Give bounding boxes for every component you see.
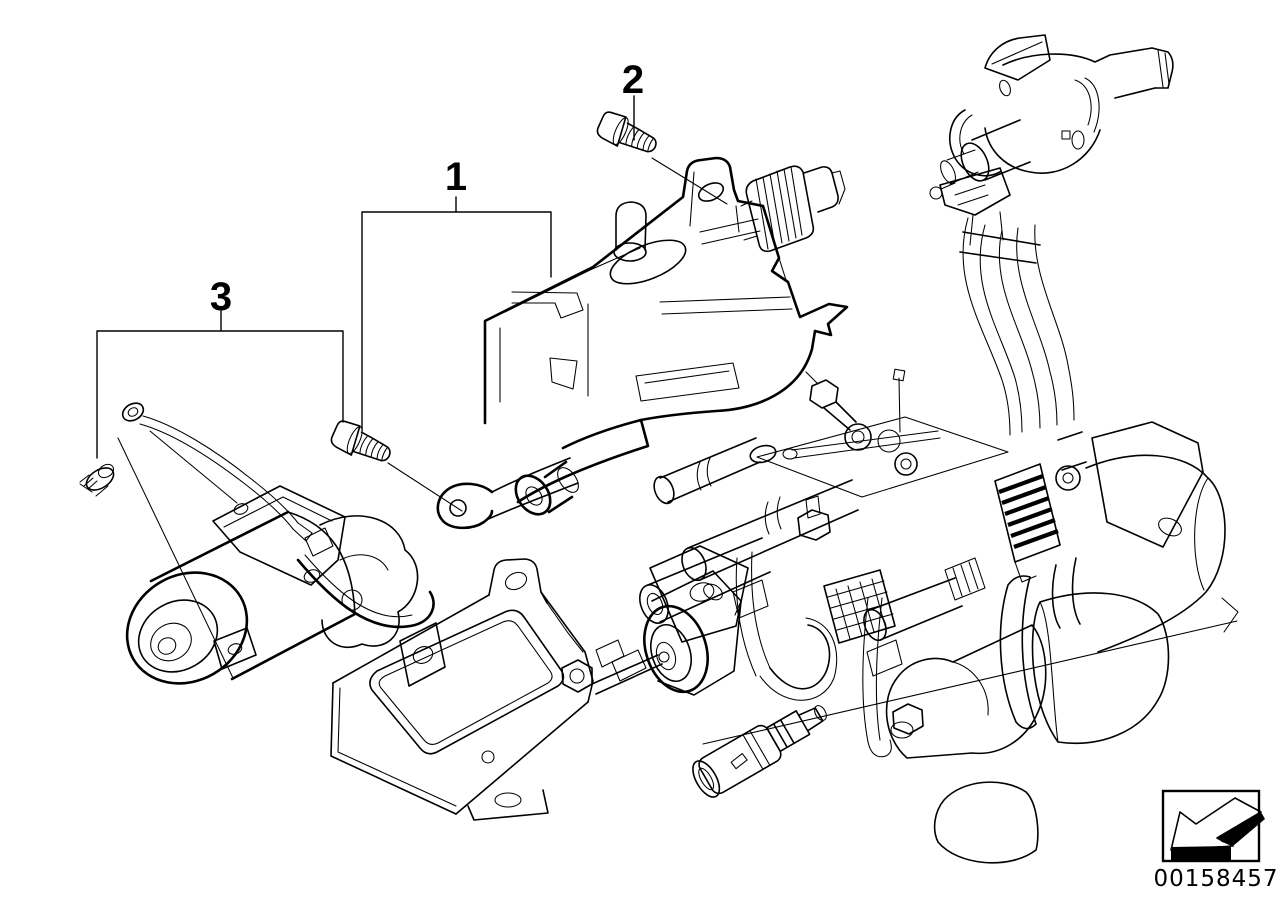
bleeder-valve <box>805 371 857 431</box>
valve-body-connector <box>823 569 896 644</box>
hydraulic-lines <box>732 551 903 758</box>
finned-connector <box>994 463 1061 583</box>
callout-3-label[interactable]: 3 <box>210 275 232 319</box>
direction-of-travel-arrow-icon <box>1170 797 1265 861</box>
mounting-bracket-tray <box>330 558 594 821</box>
callout-2-leader <box>387 95 728 512</box>
tapping-screw <box>79 463 115 497</box>
ribbed-fitting <box>740 165 846 253</box>
electrical-connector <box>692 705 827 798</box>
tank-hose-fitting <box>514 460 579 516</box>
stamp-box <box>1161 789 1265 863</box>
callout-1-bracket <box>361 196 552 431</box>
pressure-accumulator <box>885 624 1047 759</box>
tank-bracket-tab <box>697 182 725 202</box>
cap-screw-upper <box>593 107 663 162</box>
tank-cap <box>613 201 647 262</box>
callout-3-bracket <box>96 310 344 679</box>
callout-1-label[interactable]: 1 <box>445 155 467 199</box>
hydraulic-hoses <box>959 217 1075 436</box>
gear-actuator-cylinder <box>1031 454 1239 744</box>
clutch-actuator <box>929 34 1174 246</box>
hydraulic-pump <box>125 485 435 685</box>
eyelet-terminal <box>121 402 145 422</box>
hydraulic-unit <box>639 368 1239 864</box>
selector-shaft <box>591 570 742 696</box>
callout-2-label[interactable]: 2 <box>622 58 644 102</box>
expansion-tank <box>436 156 849 530</box>
image-number: 00158457 <box>1153 866 1278 892</box>
